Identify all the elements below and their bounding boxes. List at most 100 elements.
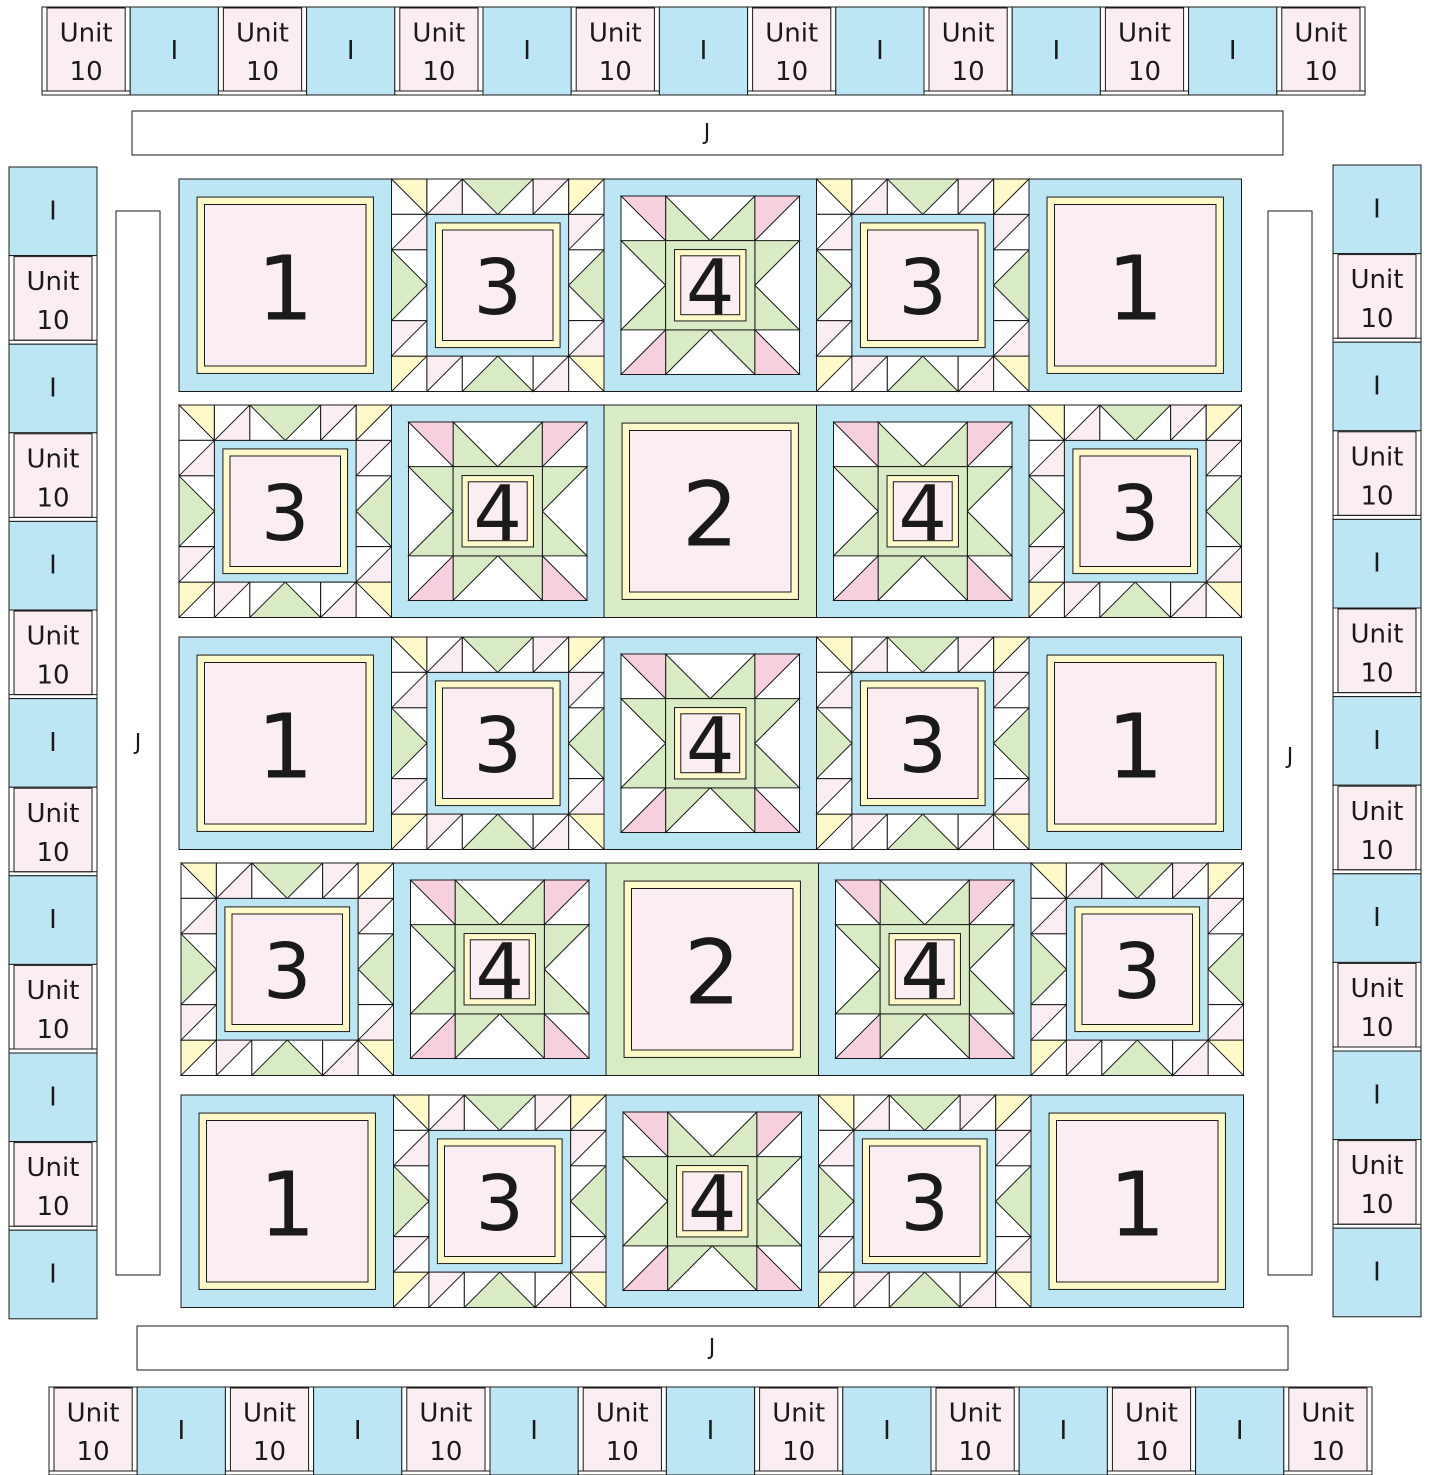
unit-number-label: 10	[1360, 1013, 1393, 1043]
i-sash-square: I	[1333, 519, 1421, 608]
j-strip-right: J	[1268, 211, 1312, 1275]
i-label: I	[49, 1260, 57, 1290]
bottom-border: Unit10IUnit10IUnit10IUnit10IUnit10IUnit1…	[49, 1387, 1372, 1475]
j-label: J	[707, 1336, 716, 1361]
i-sash-square: I	[1333, 1228, 1421, 1317]
block-3: 3	[1031, 863, 1244, 1076]
block-3: 3	[179, 405, 392, 618]
block-4: 4	[604, 637, 817, 850]
unit-10-block: Unit10	[1277, 7, 1365, 95]
unit-label: Unit	[1301, 1398, 1354, 1428]
block-number-label: 4	[475, 928, 524, 1017]
block-number-label: 3	[473, 244, 522, 333]
i-sash-square: I	[843, 1387, 931, 1475]
block-4: 4	[606, 1095, 819, 1308]
block-3: 3	[181, 863, 394, 1076]
unit-10-block: Unit 10	[924, 7, 1012, 95]
unit-10-block: Unit10	[755, 1387, 843, 1475]
j-label: J	[702, 121, 711, 146]
unit-label: Unit	[942, 18, 995, 48]
block-number-label: 3	[263, 928, 312, 1017]
block-3: 3	[819, 1095, 1032, 1308]
unit-number-label: 10	[599, 57, 632, 87]
unit-number-label: 10	[1360, 1190, 1393, 1220]
unit-label: Unit	[1351, 442, 1404, 472]
unit-10-block: Unit10	[1100, 7, 1188, 95]
i-sash-square: I	[666, 1387, 754, 1475]
block-3: 3	[817, 637, 1030, 850]
i-label: I	[49, 196, 57, 226]
unit-number-label: 10	[77, 1437, 110, 1467]
unit-label: Unit	[1351, 265, 1404, 295]
i-sash-square: I	[9, 1053, 97, 1142]
unit-10-block: Unit10	[748, 7, 836, 95]
unit-number-label: 10	[959, 1437, 992, 1467]
unit-label: Unit	[60, 18, 113, 48]
unit-label: Unit	[1351, 974, 1404, 1004]
unit-label: Unit	[1351, 1151, 1404, 1181]
unit-10-block: Unit10	[9, 256, 97, 345]
block-number-label: 4	[900, 928, 949, 1017]
block-number-label: 3	[473, 702, 522, 791]
block-1: 1	[1029, 637, 1242, 850]
block-number-label: 2	[682, 463, 739, 567]
unit-10-block: Unit 10	[1333, 431, 1421, 520]
block-1: 1	[1031, 1095, 1244, 1308]
unit-number-label: 10	[775, 57, 808, 87]
i-label: I	[707, 1416, 715, 1446]
block-number-label: 3	[1113, 928, 1162, 1017]
i-label: I	[1373, 1080, 1381, 1110]
unit-10-block: Unit10	[9, 433, 97, 522]
unit-label: Unit	[1125, 1398, 1178, 1428]
unit-10-block: Unit10	[402, 1387, 490, 1475]
i-label: I	[700, 36, 708, 66]
right-border: IUnit10IUnit10IUnit10IUnit10IUnit10IUnit…	[1333, 165, 1421, 1317]
unit-10-block: Unit 10	[1333, 962, 1421, 1051]
i-label: I	[1373, 194, 1381, 224]
i-label: I	[177, 1416, 185, 1446]
unit-number-label: 10	[36, 838, 69, 868]
unit-number-label: 10	[952, 57, 985, 87]
block-3: 3	[392, 179, 605, 392]
unit-number-label: 10	[36, 1015, 69, 1045]
block-number-label: 4	[688, 1160, 737, 1249]
i-sash-square: I	[1196, 1387, 1284, 1475]
i-sash-square: I	[1189, 7, 1277, 95]
i-label: I	[1236, 1416, 1244, 1446]
unit-label: Unit	[412, 18, 465, 48]
unit-label: Unit	[236, 18, 289, 48]
unit-number-label: 10	[36, 661, 69, 691]
i-label: I	[523, 36, 531, 66]
unit-number-label: 10	[1311, 1437, 1344, 1467]
i-sash-square: I	[659, 7, 747, 95]
unit-number-label: 10	[36, 483, 69, 513]
unit-10-block: Unit10	[578, 1387, 666, 1475]
unit-label: Unit	[949, 1398, 1002, 1428]
block-3: 3	[394, 1095, 607, 1308]
i-label: I	[1373, 372, 1381, 402]
i-sash-square: I	[836, 7, 924, 95]
unit-label: Unit	[419, 1398, 472, 1428]
unit-10-block: Unit 10	[1284, 1387, 1372, 1475]
unit-number-label: 10	[70, 57, 103, 87]
unit-number-label: 10	[1360, 659, 1393, 689]
block-4: 4	[604, 179, 817, 392]
block-number-label: 3	[475, 1160, 524, 1249]
j-label: J	[133, 731, 142, 756]
i-label: I	[1373, 726, 1381, 756]
block-3: 3	[392, 637, 605, 850]
unit-10-block: Unit 10	[1333, 1140, 1421, 1229]
unit-label: Unit	[772, 1398, 825, 1428]
unit-label: Unit	[1294, 18, 1347, 48]
i-sash-square: I	[1012, 7, 1100, 95]
i-label: I	[1373, 903, 1381, 933]
i-sash-square: I	[1333, 165, 1421, 254]
unit-number-label: 10	[1360, 481, 1393, 511]
block-number-label: 3	[1111, 470, 1160, 559]
block-number-label: 2	[684, 921, 741, 1025]
i-sash-square: I	[9, 1230, 97, 1319]
i-label: I	[1373, 1258, 1381, 1288]
i-label: I	[354, 1416, 362, 1446]
